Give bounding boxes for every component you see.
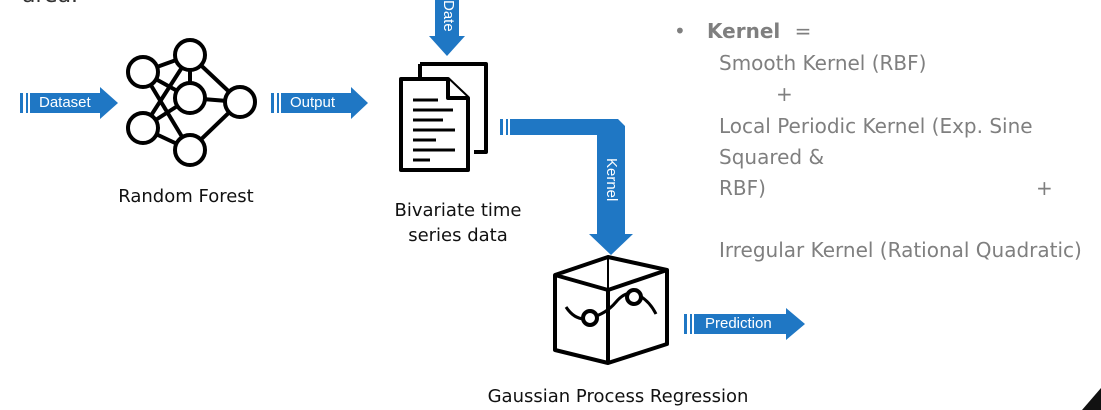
kernel-label: Kernel [603,158,620,202]
kernel-heading: Kernel = [707,16,811,47]
output-label: Output [290,94,336,111]
kernel-line-smooth: Smooth Kernel (RBF) [719,51,927,75]
kernel-plus-2: + [1036,176,1053,200]
kernel-line-periodic-b: Squared & [719,145,825,169]
kernel-arrow [500,119,633,255]
gpr-cube-icon [553,255,669,365]
kernel-plus-1: + [776,82,793,106]
prediction-arrow [684,308,805,340]
kernel-equals: = [794,19,812,43]
random-forest-caption: Random Forest [118,186,254,207]
bivariate-caption-line2: series data [408,225,508,246]
kernel-line-periodic-a: Local Periodic Kernel (Exp. Sine [719,114,1033,138]
kernel-line-periodic-c: RBF) [719,176,766,200]
date-label: Date [440,0,457,32]
date-arrow [429,0,465,56]
random-forest-network-icon [126,38,257,167]
gpr-caption: Gaussian Process Regression [487,386,749,407]
kernel-heading-word: Kernel [707,19,781,43]
dataset-label: Dataset [39,94,91,111]
kernel-line-irregular: Irregular Kernel (Rational Quadratic) [719,238,1082,262]
prediction-label: Prediction [705,315,772,332]
dataset-arrow [20,87,118,119]
output-arrow [271,87,368,119]
bivariate-caption-line1: Bivariate time [394,200,522,221]
documents-icon [399,62,488,172]
kernel-bullet: • [674,19,686,43]
top-text-fragment: area. [22,0,78,8]
corner-fragment [1082,388,1101,410]
